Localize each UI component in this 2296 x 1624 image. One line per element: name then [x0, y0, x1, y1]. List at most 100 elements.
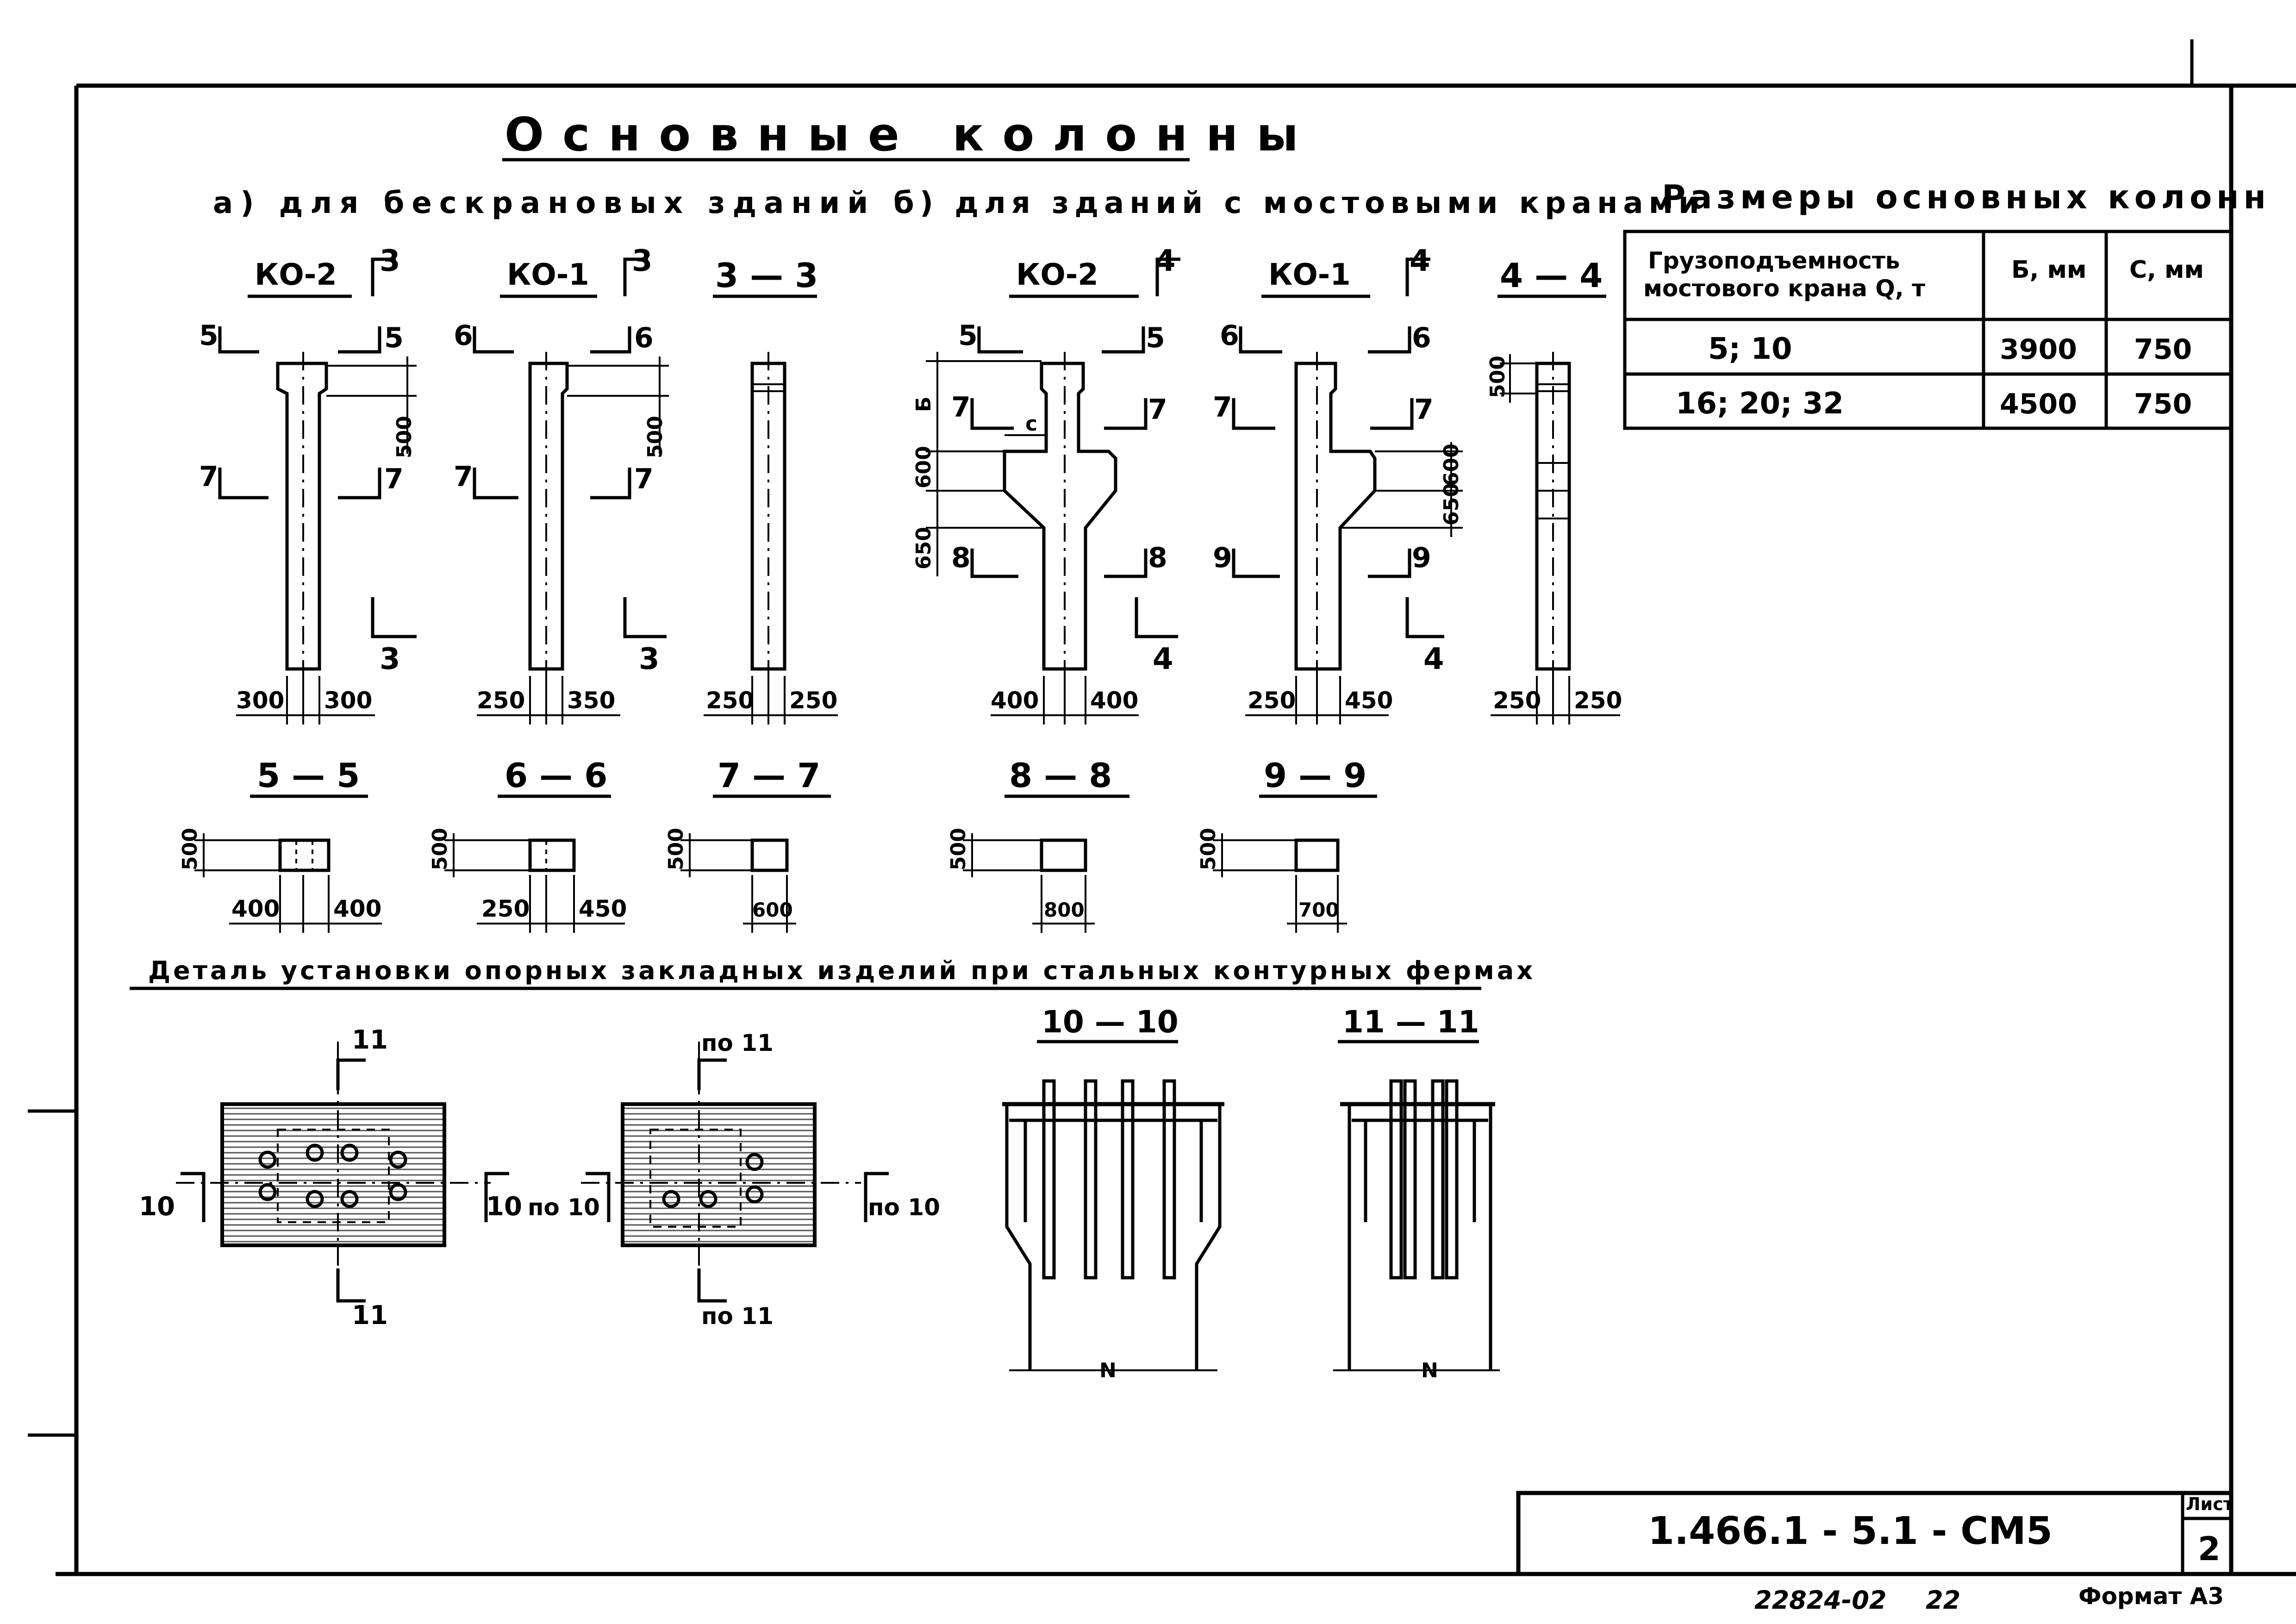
cut-9-label: 9	[1412, 542, 1431, 574]
dim-left-label: 250	[1493, 687, 1541, 714]
dim-left-label: 250	[706, 687, 754, 714]
cut-5-label: 5	[1146, 322, 1165, 354]
dim-right-label: 450	[1345, 687, 1393, 714]
dim-600-label: 600	[1440, 443, 1463, 486]
section-6-6: 6 — 6 500 250 450	[428, 756, 627, 933]
dim-right-label: 400	[1090, 687, 1138, 714]
column-ko1-a: КО-1 3 6 6 7 7 3 500 250 350	[454, 244, 669, 725]
cut-po10-label: по 10	[528, 1194, 600, 1221]
dim-left-label: 250	[1248, 687, 1296, 714]
cut-4-label: 4	[1410, 244, 1430, 278]
dim-h-label: 500	[178, 828, 202, 870]
cut-4-label: 4	[1153, 642, 1173, 676]
table-header-c: С, мм	[2129, 256, 2204, 284]
cut-6-label: 6	[1220, 319, 1239, 352]
title-block: 1.466.1 - 5.1 - СМ5 Лист 2	[1516, 1491, 2234, 1576]
dim-h-label: 500	[1197, 828, 1220, 870]
cut-3-label: 3	[380, 642, 400, 676]
section-3-3: 3 — 3 250 250	[704, 256, 838, 725]
dim-right-label: 300	[324, 687, 372, 714]
page-number: 22	[1926, 1586, 1960, 1615]
dim-left-label: 400	[991, 687, 1039, 714]
cut-7-label: 7	[199, 461, 218, 493]
cut-7-label: 7	[1148, 394, 1167, 426]
dim-h-label: 500	[947, 828, 970, 870]
section-9-9: 9 — 9 500 700	[1197, 756, 1377, 933]
cut-5-label: 5	[199, 319, 218, 352]
detail-plan-1: 11 11 10 10	[139, 1025, 522, 1330]
cut-11-label: 11	[352, 1300, 388, 1330]
column-ko1-b: КО-1 4 6 6 7 7 9 9 4 600 650 250 450	[1213, 244, 1463, 725]
dim-h-label: 500	[428, 828, 452, 870]
dim-650-label: 650	[912, 527, 936, 569]
dim-b-label: Б	[912, 396, 936, 412]
subtitle-b: б) для зданий с мостовыми кранами	[893, 186, 1705, 220]
sizes-table-title: Размеры основных колонн	[1662, 178, 2271, 216]
cut-3-label: 3	[632, 244, 653, 278]
cut-po10-label: по 10	[868, 1194, 940, 1221]
n-label: N	[1099, 1359, 1117, 1382]
dim-right-label: 350	[567, 687, 615, 714]
cut-7-label: 7	[454, 461, 473, 493]
detail-plan-2: по 11 по 11 по 10 по 10	[528, 1030, 940, 1330]
table-cell: 16; 20; 32	[1676, 387, 1844, 421]
cut-7-label: 7	[1213, 391, 1232, 424]
section-title: 5 — 5	[257, 756, 360, 795]
dim-500-label: 500	[643, 416, 667, 458]
section-4-4-title: 4 — 4	[1500, 256, 1603, 295]
cut-4-label: 4	[1155, 244, 1176, 278]
page-title: Основные колонны	[505, 107, 1317, 162]
cut-7-label: 7	[384, 463, 404, 495]
dim-label: 800	[1044, 899, 1085, 921]
column-ko2-b: КО-2 4 5 5 7 7 8 8 4 Б 600 650 с 400	[912, 244, 1180, 725]
sizes-table: Размеры основных колонн Грузоподъемность…	[1623, 178, 2271, 430]
archive-number: 22824-02	[1754, 1586, 1886, 1615]
cut-10-label: 10	[139, 1192, 175, 1222]
n-label: N	[1421, 1359, 1438, 1382]
cut-po11-label: по 11	[701, 1303, 774, 1330]
column-ko2-a-mark: КО-2	[255, 258, 337, 292]
dim-left-label: 250	[481, 895, 530, 922]
section-4-4: 4 — 4 500 250 250	[1486, 256, 1622, 725]
cut-5-label: 5	[958, 319, 978, 352]
dim-h-label: 500	[664, 828, 688, 870]
cut-11-label: 11	[352, 1025, 388, 1055]
detail-section-10-10: 10 — 10 N	[1002, 1004, 1224, 1382]
cut-6-label: 6	[1412, 322, 1431, 354]
column-ko2-a: КО-2 3 5 5 7 7 3 500 300 300	[199, 244, 417, 725]
section-3-3-title: 3 — 3	[715, 256, 818, 295]
table-cell: 3900	[2000, 333, 2077, 366]
section-5-5: 5 — 5 500 400 400	[178, 756, 382, 933]
cut-9-label: 9	[1213, 542, 1232, 574]
column-ko1-a-mark: КО-1	[507, 258, 589, 292]
section-title: 9 — 9	[1264, 756, 1366, 795]
dim-label: 700	[1298, 899, 1339, 921]
dim-right-label: 250	[1574, 687, 1622, 714]
section-title: 6 — 6	[505, 756, 607, 795]
dim-c-label: с	[1025, 412, 1037, 436]
detail-title: Деталь установки опорных закладных издел…	[148, 956, 1535, 985]
cut-7-label: 7	[1414, 394, 1434, 426]
cut-po11-label: по 11	[701, 1030, 774, 1056]
column-ko1-b-mark: КО-1	[1268, 258, 1351, 292]
table-cell: 4500	[2000, 388, 2077, 420]
dim-left-label: 300	[236, 687, 284, 714]
table-cell: 5; 10	[1708, 332, 1792, 366]
cut-8-label: 8	[1148, 542, 1167, 574]
cut-7-label: 7	[951, 391, 971, 424]
cut-8-label: 8	[951, 542, 971, 574]
sheet-label: Лист	[2186, 1494, 2234, 1514]
table-header-b: Б, мм	[2011, 256, 2087, 284]
dim-right-label: 400	[333, 895, 381, 922]
dim-500-label: 500	[1486, 356, 1510, 398]
dim-650-label: 650	[1440, 483, 1463, 525]
section-title: 11 — 11	[1342, 1004, 1479, 1040]
detail-section-11-11: 11 — 11 N	[1333, 1004, 1500, 1382]
format-label: Формат А3	[2078, 1583, 2224, 1610]
column-ko2-b-mark: КО-2	[1016, 258, 1098, 292]
cut-3-label: 3	[380, 244, 400, 278]
table-cell: 750	[2134, 333, 2192, 366]
sheet-number: 2	[2198, 1530, 2221, 1568]
cut-5-label: 5	[384, 322, 404, 354]
